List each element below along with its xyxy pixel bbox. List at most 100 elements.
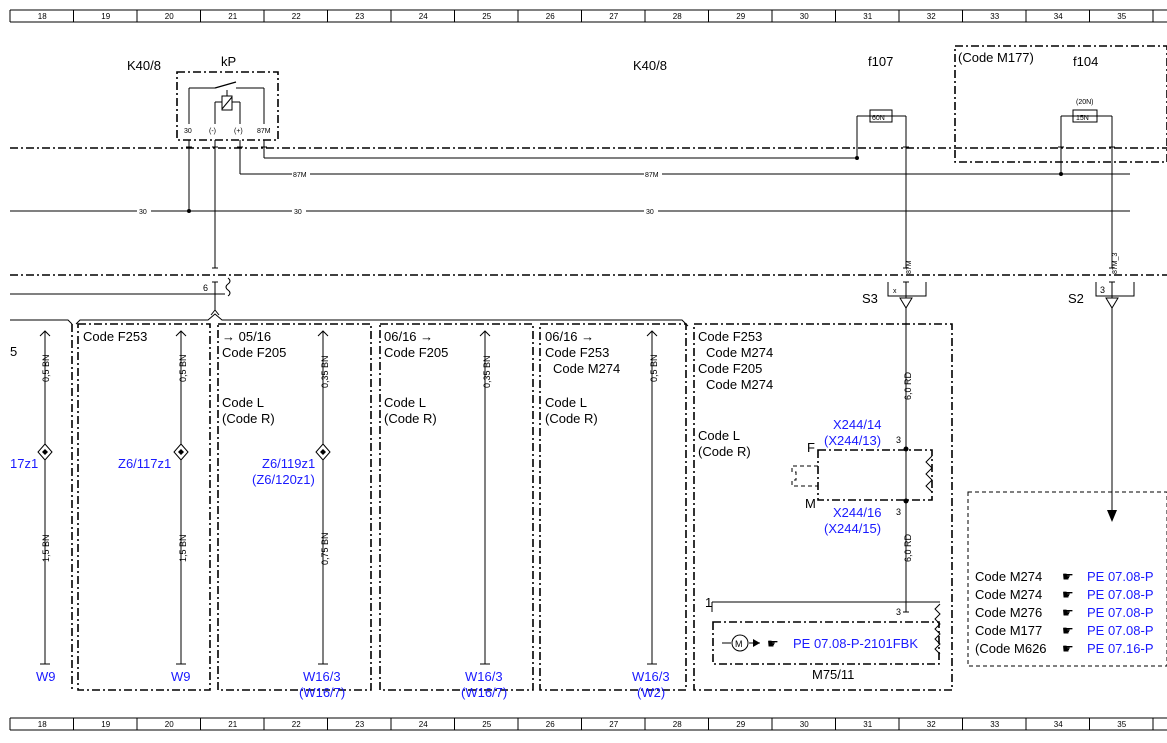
section3-wire: 0,35 BN xyxy=(482,355,492,388)
section2-date: → 05/16 xyxy=(222,329,271,344)
section0-part-link[interactable]: 17z1 xyxy=(10,456,38,471)
grid-column-number: 29 xyxy=(736,720,745,729)
ref-code-label: Code M274 xyxy=(975,587,1042,602)
grid-column-number: 20 xyxy=(165,12,174,21)
diode-icon xyxy=(37,443,53,461)
svg-text:M: M xyxy=(735,639,743,649)
section4-code-r: (Code R) xyxy=(545,411,598,426)
grid-column-number: 22 xyxy=(292,12,301,21)
m75-11-label: M75/11 xyxy=(812,667,854,682)
grid-column-number: 18 xyxy=(38,720,47,729)
grid-column-number: 26 xyxy=(546,12,555,21)
ref-link[interactable]: PE 07.08-P xyxy=(1087,587,1154,602)
x244-13-link[interactable]: (X244/13) xyxy=(824,433,881,448)
x244-15-link[interactable]: (X244/15) xyxy=(824,521,881,536)
grid-column-number: 28 xyxy=(673,12,682,21)
f104-label: f104 xyxy=(1073,54,1098,69)
shield-icon xyxy=(934,603,941,655)
section5-code2: Code M274 xyxy=(706,345,773,360)
pointing-hand-icon: ☛ xyxy=(1062,605,1074,620)
refs-box xyxy=(967,491,1167,667)
ref-code-label: Code M276 xyxy=(975,605,1042,620)
grid-column-number: 34 xyxy=(1054,720,1063,729)
section3-date: 06/16 → xyxy=(384,329,433,344)
x244-14-link[interactable]: X244/14 xyxy=(833,417,881,432)
section1-ground-link[interactable]: W9 xyxy=(171,669,191,684)
grid-column-number: 20 xyxy=(165,720,174,729)
grid-column-number: 22 xyxy=(292,720,301,729)
fuse-60n-label: 60N xyxy=(872,115,885,122)
section4-ground-alt-link[interactable]: (W2) xyxy=(637,685,665,700)
section3-ground-alt-link[interactable]: (W16/7) xyxy=(461,685,507,700)
section4-code1: Code F253 xyxy=(545,345,609,360)
section-box-3 xyxy=(379,323,534,691)
section2-wire-bot: 0,75 BN xyxy=(320,532,330,565)
grid-column-number: 30 xyxy=(800,12,809,21)
section4-ground-link[interactable]: W16/3 xyxy=(632,669,670,684)
ref-link[interactable]: PE 07.08-P xyxy=(1087,623,1154,638)
section4-wire: 0,5 BN xyxy=(649,354,659,382)
section-box-2 xyxy=(217,323,372,691)
section-box-5 xyxy=(693,323,953,691)
grid-column-number: 26 xyxy=(546,720,555,729)
ref-link[interactable]: PE 07.08-P xyxy=(1087,569,1154,584)
section5-code-l: Code L xyxy=(698,428,740,443)
section2-part-link[interactable]: Z6/119z1 xyxy=(262,456,315,471)
s3-pin-label: x xyxy=(893,288,897,295)
wire-87m-label-a: 87M xyxy=(293,172,307,179)
grid-column-number: 27 xyxy=(609,720,618,729)
s2-pin-label: 3 xyxy=(1100,285,1105,295)
grid-column-number: 25 xyxy=(482,12,491,21)
pin-plus-label: (+) xyxy=(234,128,243,135)
s2-label: S2 xyxy=(1068,291,1084,306)
section-bracket xyxy=(10,313,689,327)
section0-wire-top: 0,5 BN xyxy=(41,354,51,382)
section2-code-r: (Code R) xyxy=(222,411,275,426)
section2-ground-alt-link[interactable]: (W16/7) xyxy=(299,685,345,700)
pin-3b-label: 3 xyxy=(896,507,901,517)
ref-code-label: (Code M626 xyxy=(975,641,1047,656)
f107-label: f107 xyxy=(868,54,893,69)
wire-87m3-vertical-label: 87M_3 xyxy=(1112,252,1119,274)
section0-fragment: 5 xyxy=(10,344,17,359)
wire-30-label-c: 30 xyxy=(646,209,654,216)
section3-ground-link[interactable]: W16/3 xyxy=(465,669,503,684)
ref-link[interactable]: PE 07.08-P xyxy=(1087,605,1154,620)
m75-11-ref-link[interactable]: PE 07.08-P-2101FBK xyxy=(793,636,918,651)
section5-code-r: (Code R) xyxy=(698,444,751,459)
grid-column-number: 32 xyxy=(927,12,936,21)
grid-column-number: 31 xyxy=(863,720,872,729)
grid-column-number: 34 xyxy=(1054,12,1063,21)
section1-part-link[interactable]: Z6/117z1 xyxy=(118,456,171,471)
pin-minus-label: (-) xyxy=(209,128,216,135)
grid-column-number: 35 xyxy=(1117,720,1126,729)
grid-column-number: 21 xyxy=(228,720,237,729)
x244-connector-box xyxy=(817,449,933,501)
code-m177-label: (Code M177) xyxy=(958,50,1034,65)
pointing-hand-icon: ☛ xyxy=(1062,623,1074,638)
section2-wire-top: 0,35 BN xyxy=(320,355,330,388)
ref-link[interactable]: PE 07.16-P xyxy=(1087,641,1154,656)
pin-3a-label: 3 xyxy=(896,435,901,445)
connector-plug-icon xyxy=(791,465,818,487)
section0-ground-link[interactable]: W9 xyxy=(36,669,56,684)
wire-87m-vertical-label: 87M xyxy=(906,260,913,274)
section3-code-l: Code L xyxy=(384,395,426,410)
wire-30-label-a: 30 xyxy=(139,209,147,216)
section2-part-alt-link[interactable]: (Z6/120z1) xyxy=(252,472,315,487)
grid-column-number: 24 xyxy=(419,720,428,729)
k40-8-right-label: K40/8 xyxy=(633,58,667,73)
x244-16-link[interactable]: X244/16 xyxy=(833,505,881,520)
grid-column-number: 35 xyxy=(1117,12,1126,21)
section2-ground-link[interactable]: W16/3 xyxy=(303,669,341,684)
section1-wire-top: 0,5 BN xyxy=(178,354,188,382)
pin-87m-label: 87M xyxy=(257,128,271,135)
grid-column-number: 32 xyxy=(927,720,936,729)
section2-code-l: Code L xyxy=(222,395,264,410)
grid-column-number: 19 xyxy=(101,720,110,729)
grid-column-number: 24 xyxy=(419,12,428,21)
k40-8-left-label: K40/8 xyxy=(127,58,161,73)
pin-1-label: 1 xyxy=(705,595,712,610)
grid-column-number: 21 xyxy=(228,12,237,21)
